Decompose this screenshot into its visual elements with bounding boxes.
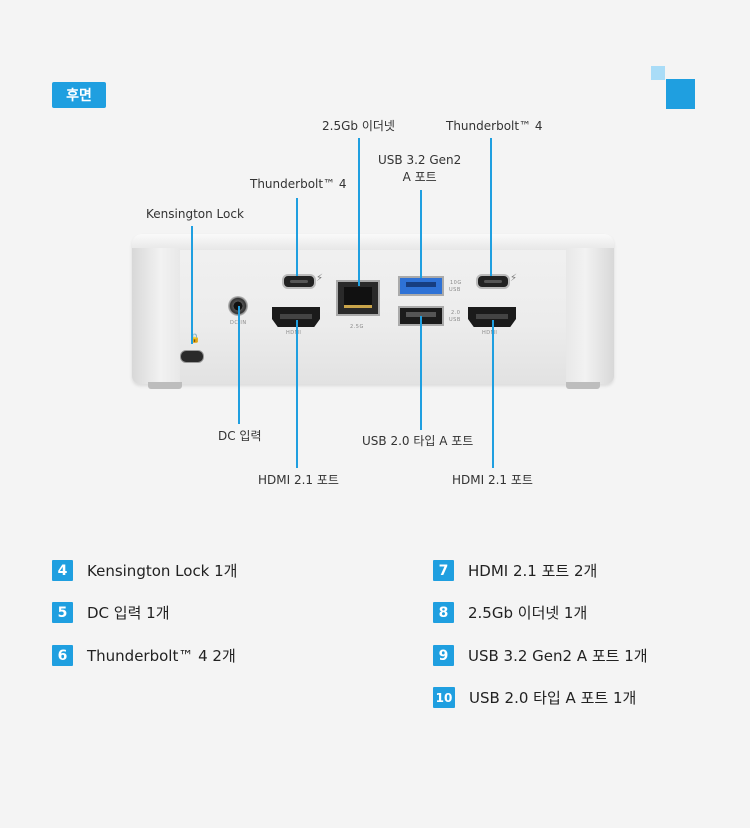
usb20-port-label-2: USB (449, 317, 461, 323)
legend-text: HDMI 2.1 포트 2개 (468, 562, 598, 580)
leader-thunderbolt-right (490, 138, 492, 276)
hdmi-port-right (468, 307, 516, 327)
legend-text: USB 2.0 타입 A 포트 1개 (469, 689, 637, 707)
leader-hdmi-right (492, 320, 494, 468)
device-foot-right (566, 382, 600, 389)
legend-item: 6 Thunderbolt™ 4 2개 (52, 645, 236, 666)
callout-thunderbolt-left: Thunderbolt™ 4 (250, 177, 347, 191)
legend-text: USB 3.2 Gen2 A 포트 1개 (468, 647, 648, 665)
usb32-port (398, 276, 444, 296)
usb32-port-label: 10G (450, 280, 462, 286)
legend-item: 5 DC 입력 1개 (52, 602, 170, 623)
leader-usb20 (420, 316, 422, 430)
device-right-side (566, 248, 614, 384)
legend-number: 5 (52, 602, 73, 623)
kensington-slot (180, 350, 204, 363)
legend-item: 8 2.5Gb 이더넷 1개 (433, 602, 587, 623)
legend-number: 6 (52, 645, 73, 666)
callout-hdmi-right: HDMI 2.1 포트 (452, 473, 533, 487)
leader-dc (238, 306, 240, 424)
section-badge: 후면 (52, 82, 106, 108)
legend-item: 7 HDMI 2.1 포트 2개 (433, 560, 597, 581)
callout-usb32-line1: USB 3.2 Gen2 (378, 153, 462, 167)
callout-usb32-line2: A 포트 (402, 170, 437, 184)
legend-item: 9 USB 3.2 Gen2 A 포트 1개 (433, 645, 648, 666)
decorative-square-small (651, 66, 665, 80)
legend-text: Kensington Lock 1개 (87, 562, 238, 580)
callout-ethernet: 2.5Gb 이더넷 (322, 119, 395, 133)
legend-number: 4 (52, 560, 73, 581)
thunderbolt-icon-right: ⚡ (510, 273, 518, 284)
usb20-port-label: 2.0 (451, 310, 461, 316)
hdmi-port-left (272, 307, 320, 327)
legend-number: 7 (433, 560, 454, 581)
device-left-side (132, 248, 180, 384)
callout-kensington: Kensington Lock (146, 207, 244, 221)
callout-dc: DC 입력 (218, 429, 262, 443)
leader-usb32 (420, 190, 422, 278)
legend-number: 10 (433, 687, 455, 708)
mini-pc-rear (132, 234, 614, 384)
thunderbolt-port-right (476, 274, 510, 289)
thunderbolt-port-left (282, 274, 316, 289)
usb32-port-label-2: USB (449, 287, 461, 293)
legend-text: 2.5Gb 이더넷 1개 (468, 604, 588, 622)
leader-thunderbolt-left (296, 198, 298, 276)
legend-item: 10 USB 2.0 타입 A 포트 1개 (433, 687, 636, 708)
hdmi-port-label-right: HDMI (482, 330, 498, 336)
callout-usb20: USB 2.0 타입 A 포트 (362, 434, 474, 448)
callout-thunderbolt-right: Thunderbolt™ 4 (446, 119, 543, 133)
leader-kensington (191, 226, 193, 344)
legend-item: 4 Kensington Lock 1개 (52, 560, 238, 581)
thunderbolt-icon-left: ⚡ (316, 273, 324, 284)
decorative-square-large (666, 79, 695, 109)
device-top-edge (132, 234, 614, 250)
legend-text: DC 입력 1개 (87, 604, 170, 622)
ethernet-port (336, 280, 380, 316)
callout-usb32: USB 3.2 Gen2 A 포트 (378, 152, 461, 186)
legend-number: 8 (433, 602, 454, 623)
lock-icon: 🔒 (189, 334, 201, 344)
hdmi-port-label-left: HDMI (286, 330, 302, 336)
callout-hdmi-left: HDMI 2.1 포트 (258, 473, 339, 487)
ethernet-port-label: 2.5G (350, 324, 364, 330)
legend-text: Thunderbolt™ 4 2개 (87, 647, 236, 665)
leader-hdmi-left (296, 320, 298, 468)
legend-number: 9 (433, 645, 454, 666)
device-foot-left (148, 382, 182, 389)
leader-ethernet (358, 138, 360, 286)
